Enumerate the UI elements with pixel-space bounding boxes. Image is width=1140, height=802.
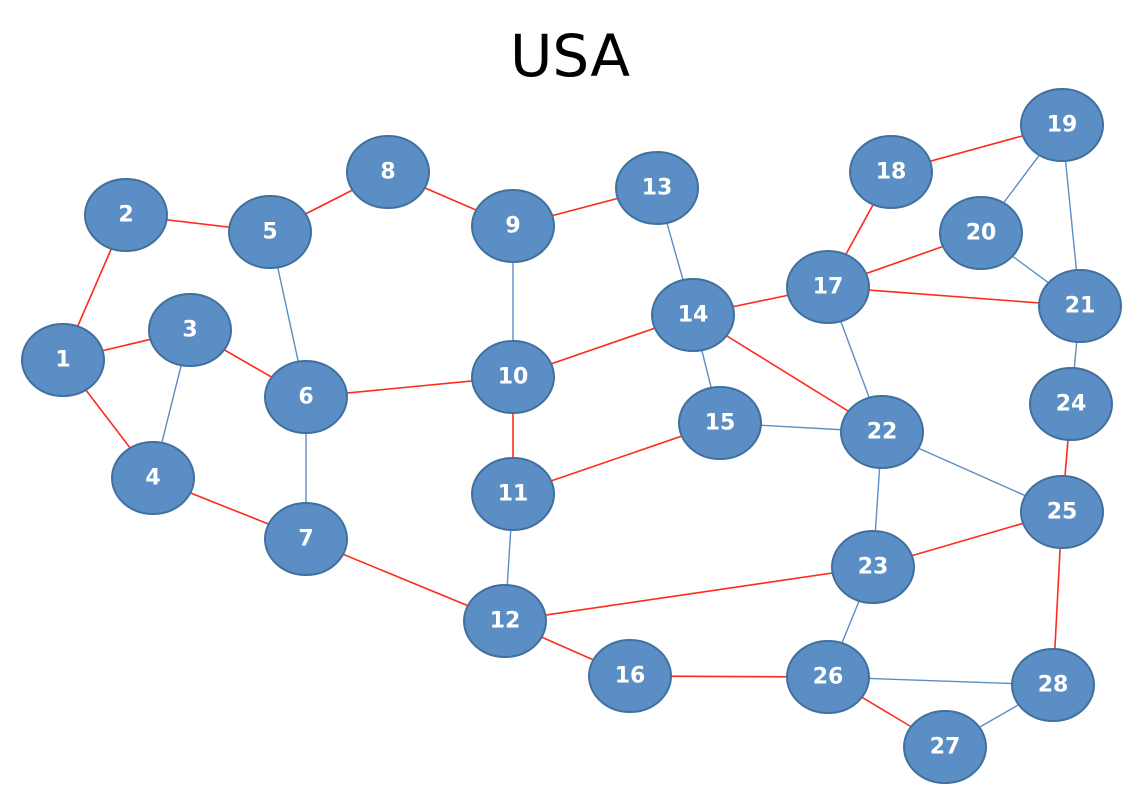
node-13: 13 (615, 151, 699, 225)
node-label: 5 (262, 220, 277, 245)
node-label: 16 (615, 664, 646, 689)
node-label: 3 (182, 318, 197, 343)
node-4: 4 (111, 441, 195, 515)
node-27: 27 (903, 710, 987, 784)
node-label: 12 (490, 609, 521, 634)
edges-layer (62, 124, 1081, 748)
node-24: 24 (1029, 367, 1113, 441)
node-label: 13 (642, 176, 673, 201)
node-circle (939, 196, 1023, 270)
node-label: 15 (705, 411, 736, 436)
node-19: 19 (1020, 88, 1104, 162)
node-label: 25 (1047, 500, 1078, 525)
node-circle (1020, 475, 1104, 549)
node-5: 5 (228, 195, 312, 269)
node-circle (471, 189, 555, 263)
node-label: 20 (966, 221, 997, 246)
node-12: 12 (463, 584, 547, 658)
node-label: 23 (858, 555, 889, 580)
node-28: 28 (1011, 648, 1095, 722)
node-11: 11 (471, 457, 555, 531)
node-circle (346, 135, 430, 209)
node-label: 7 (298, 527, 313, 552)
node-circle (471, 457, 555, 531)
node-label: 28 (1038, 673, 1069, 698)
node-10: 10 (471, 340, 555, 414)
node-circle (21, 323, 105, 397)
node-label: 6 (298, 385, 313, 410)
node-label: 26 (813, 665, 844, 690)
node-circle (831, 530, 915, 604)
node-circle (1020, 88, 1104, 162)
node-circle (1011, 648, 1095, 722)
node-circle (786, 250, 870, 324)
node-14: 14 (651, 278, 735, 352)
nodes-layer: 1234567891011121314151617181920212223242… (21, 88, 1122, 784)
node-16: 16 (588, 639, 672, 713)
node-label: 14 (678, 303, 709, 328)
node-circle (111, 441, 195, 515)
node-circle (678, 386, 762, 460)
node-label: 19 (1047, 113, 1078, 138)
node-7: 7 (264, 502, 348, 576)
node-circle (849, 135, 933, 209)
node-circle (264, 360, 348, 434)
node-label: 27 (930, 735, 961, 760)
node-label: 9 (505, 214, 520, 239)
node-label: 11 (498, 482, 529, 507)
node-label: 1 (55, 348, 70, 373)
node-circle (84, 178, 168, 252)
node-circle (148, 293, 232, 367)
node-25: 25 (1020, 475, 1104, 549)
node-9: 9 (471, 189, 555, 263)
edge-12-23 (504, 566, 874, 622)
node-8: 8 (346, 135, 430, 209)
node-17: 17 (786, 250, 870, 324)
node-circle (1038, 269, 1122, 343)
node-label: 10 (498, 365, 529, 390)
node-label: 24 (1056, 392, 1087, 417)
node-circle (588, 639, 672, 713)
node-6: 6 (264, 360, 348, 434)
node-23: 23 (831, 530, 915, 604)
node-label: 17 (813, 275, 844, 300)
node-label: 8 (380, 160, 395, 185)
node-circle (463, 584, 547, 658)
node-label: 21 (1065, 294, 1096, 319)
diagram-title: USA (509, 22, 631, 90)
node-label: 18 (876, 160, 907, 185)
edge-17-21 (827, 286, 1081, 307)
node-circle (651, 278, 735, 352)
node-22: 22 (840, 395, 924, 469)
node-circle (1029, 367, 1113, 441)
node-circle (903, 710, 987, 784)
node-circle (786, 640, 870, 714)
node-1: 1 (21, 323, 105, 397)
node-18: 18 (849, 135, 933, 209)
node-label: 2 (118, 203, 133, 228)
node-26: 26 (786, 640, 870, 714)
node-label: 4 (145, 466, 160, 491)
node-circle (264, 502, 348, 576)
node-2: 2 (84, 178, 168, 252)
node-label: 22 (867, 420, 898, 445)
node-3: 3 (148, 293, 232, 367)
node-circle (471, 340, 555, 414)
node-20: 20 (939, 196, 1023, 270)
node-15: 15 (678, 386, 762, 460)
node-circle (615, 151, 699, 225)
node-circle (228, 195, 312, 269)
node-21: 21 (1038, 269, 1122, 343)
node-circle (840, 395, 924, 469)
